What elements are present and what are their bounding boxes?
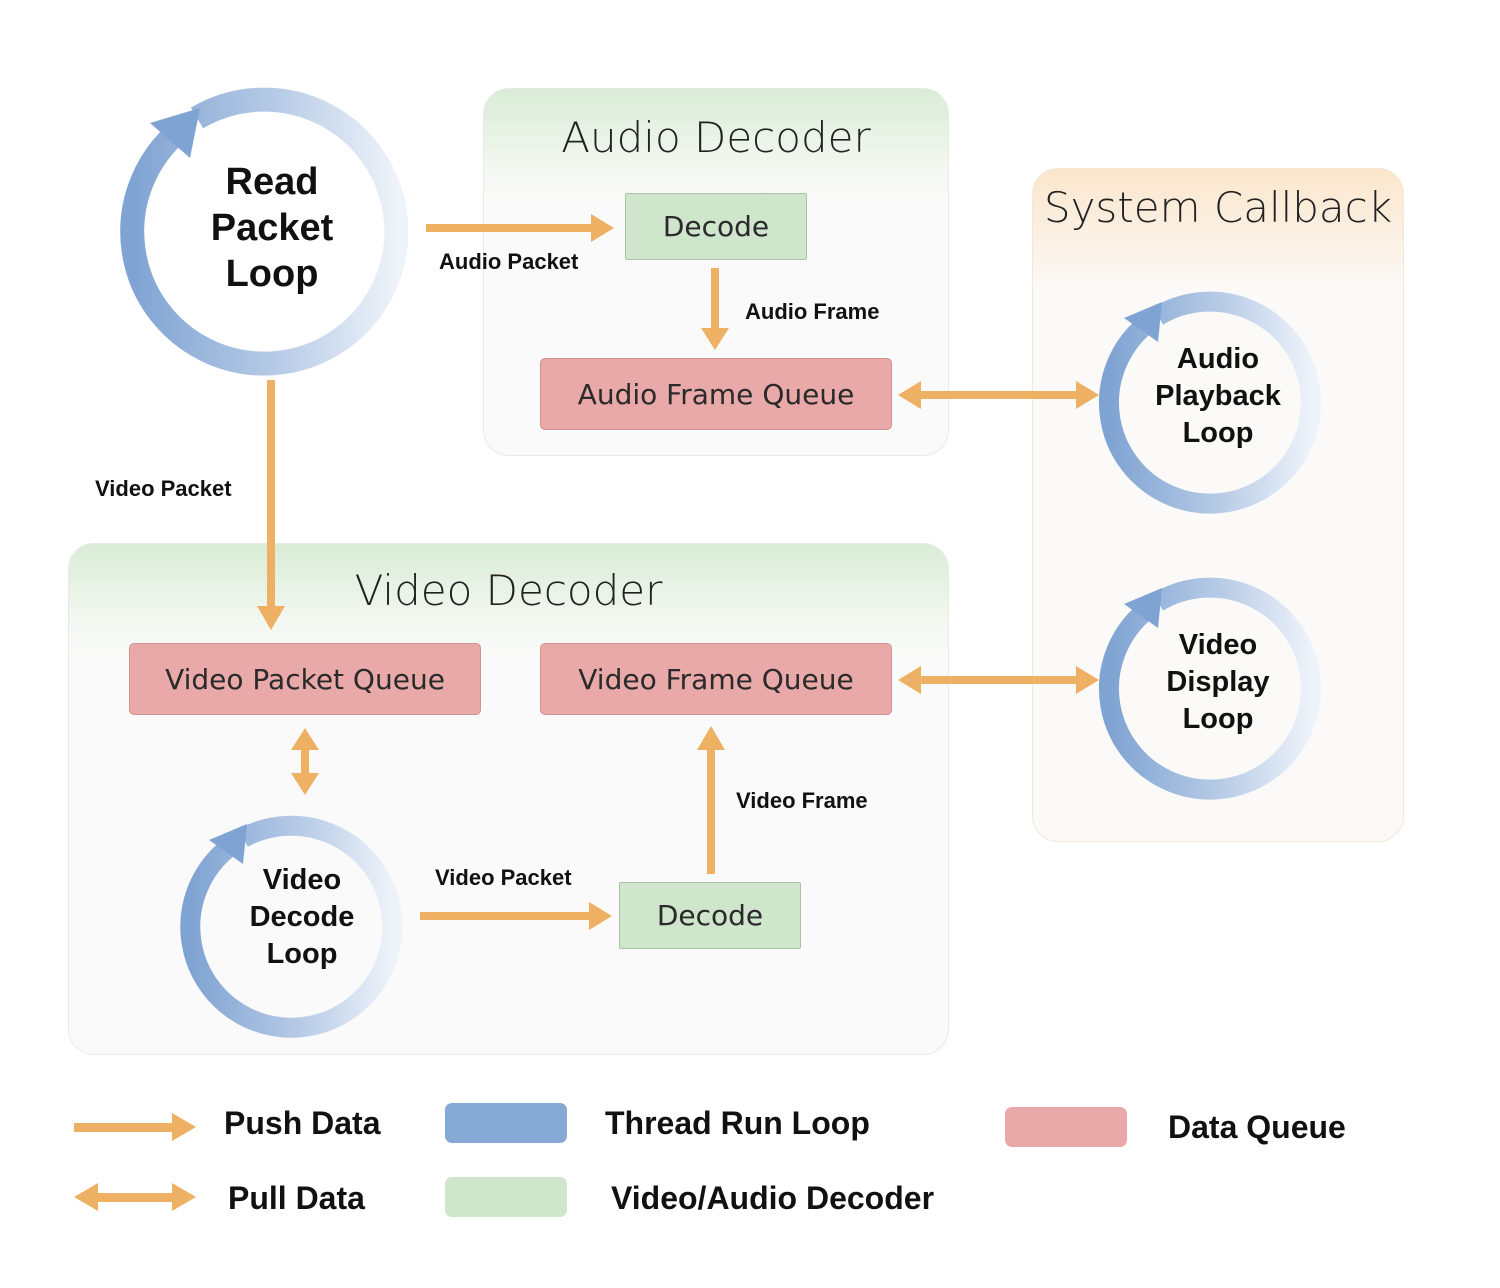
video-decode-packet-arrow	[420, 902, 612, 930]
audio-packet-label: Audio Packet	[439, 249, 579, 274]
video-decoder-panel: Video Decoder	[68, 543, 949, 1055]
read-packet-loop-label: Read Packet Loop	[210, 160, 334, 295]
legend-pull-arrow-icon	[74, 1183, 196, 1211]
audio-playback-loop-icon	[1098, 291, 1321, 514]
video-decode-box: Decode	[619, 882, 801, 949]
video-packet-arrow	[257, 380, 285, 630]
video-display-loop-label: Video Display Loop	[1166, 629, 1270, 735]
system-callback-title: System Callback	[1043, 183, 1393, 232]
legend-thread-run-loop: Thread Run Loop	[605, 1105, 870, 1141]
legend-data-queue-swatch	[1005, 1107, 1127, 1147]
video-decode-loop-label: Video Decode Loop	[249, 864, 355, 970]
legend-decoder-swatch	[445, 1177, 567, 1217]
video-pull-arrow	[898, 666, 1099, 694]
video-decode-loop-icon	[180, 815, 403, 1038]
audio-decoder-title: Audio Decoder	[561, 113, 871, 162]
audio-decode-box: Decode	[625, 193, 807, 260]
legend-pull-data: Pull Data	[228, 1180, 365, 1216]
video-decoder-title: Video Decoder	[354, 566, 663, 615]
audio-frame-label: Audio Frame	[745, 299, 880, 324]
audio-frame-queue-box: Audio Frame Queue	[540, 358, 892, 430]
audio-packet-arrow	[426, 214, 614, 242]
legend-data-queue: Data Queue	[1168, 1109, 1346, 1145]
video-packet-label: Video Packet	[95, 476, 232, 501]
video-packet-queue-box: Video Packet Queue	[129, 643, 481, 715]
video-packet-pull-arrow	[291, 728, 319, 795]
legend-thread-run-loop-swatch	[445, 1103, 567, 1143]
legend-push-arrow-icon	[74, 1113, 196, 1141]
read-packet-loop-icon	[120, 87, 409, 376]
legend-video-audio-decoder: Video/Audio Decoder	[611, 1180, 935, 1216]
video-display-loop-icon	[1098, 577, 1321, 800]
video-decode-packet-label: Video Packet	[435, 865, 572, 890]
audio-playback-loop-label: Audio Playback Loop	[1155, 343, 1281, 449]
legend-push-data: Push Data	[224, 1105, 381, 1141]
video-frame-queue-box: Video Frame Queue	[540, 643, 892, 715]
audio-frame-arrow	[701, 268, 729, 350]
video-frame-arrow	[697, 726, 725, 874]
video-frame-label: Video Frame	[736, 788, 868, 813]
audio-pull-arrow	[898, 381, 1099, 409]
